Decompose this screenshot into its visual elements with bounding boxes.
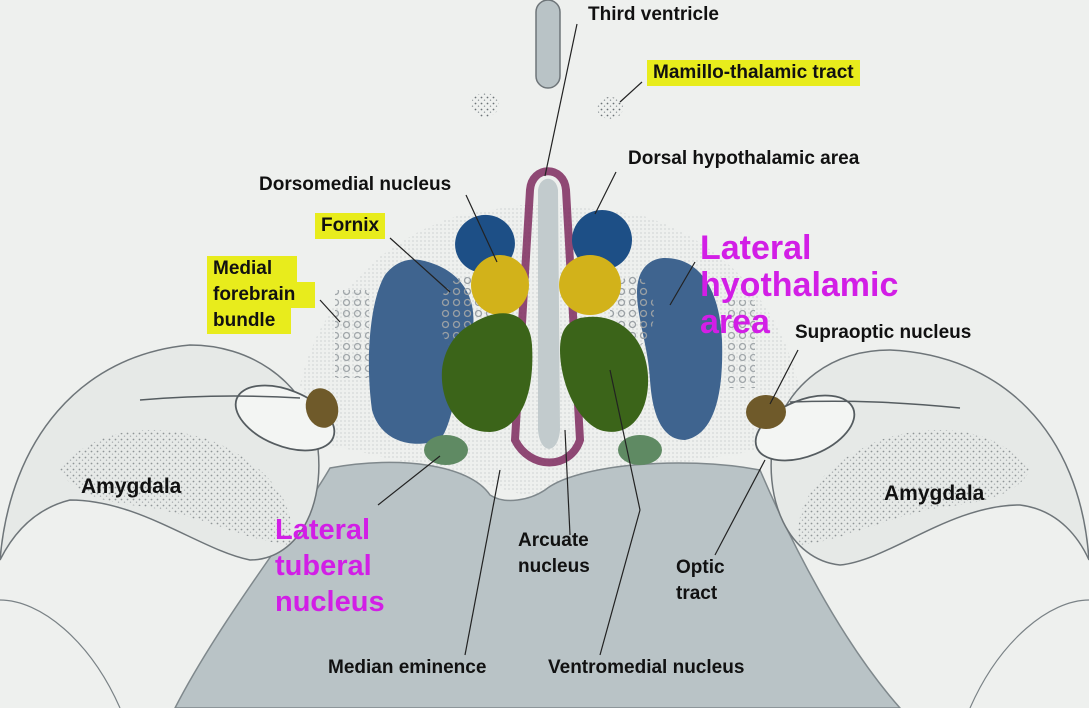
ot-line-2: tract	[676, 583, 718, 604]
ltn-line-2: tuberal	[275, 550, 372, 582]
dorsomedial-yellow-left	[471, 255, 529, 315]
ltn-line-3: nucleus	[275, 586, 385, 618]
lateral-tuberal-left	[424, 435, 468, 465]
third-ventricle-stalk	[535, 0, 561, 89]
amygdala-left-outline	[0, 599, 121, 708]
basal-outline-left	[139, 395, 301, 401]
dorsomedial-yellow-right	[559, 255, 621, 315]
basal-outline-right	[789, 400, 961, 409]
label-dorsomedial-nucleus: Dorsomedial nucleus	[259, 174, 452, 195]
label-lateral-hypothalamic-area: Lateral hyothalamic area	[700, 230, 898, 341]
medial-forebrain-bundle-dots-right	[725, 300, 755, 388]
mfb-line-3: bundle	[207, 308, 291, 334]
dorsal-hypothalamic-area-shape	[572, 210, 632, 270]
label-arcuate-nucleus: Arcuate nucleus	[518, 528, 590, 580]
label-median-eminence: Median eminence	[328, 657, 487, 678]
label-fornix: Fornix	[315, 213, 386, 239]
label-supraoptic-nucleus: Supraoptic nucleus	[795, 322, 972, 343]
ltn-line-1: Lateral	[275, 514, 371, 546]
amygdala-left-stipple	[60, 430, 292, 545]
third-ventricle-lower	[538, 178, 560, 449]
medial-forebrain-bundle-dots-left	[335, 290, 369, 378]
lha-line-2: hyothalamic	[700, 266, 899, 304]
label-third-ventricle: Third ventricle	[588, 4, 719, 25]
amygdala-right-outline	[969, 599, 1089, 708]
arc-line-2: nucleus	[518, 556, 590, 577]
label-lateral-tuberal-nucleus: Lateral tuberal nucleus	[275, 512, 385, 620]
label-dorsal-hypothalamic-area: Dorsal hypothalamic area	[628, 148, 860, 169]
mamillothalamic-tract-right	[597, 97, 623, 119]
label-mamillo-thalamic-tract: Mamillo-thalamic tract	[647, 60, 860, 86]
lha-line-3: area	[700, 303, 770, 341]
arc-line-1: Arcuate	[518, 530, 589, 551]
mfb-line-1: Medial	[207, 256, 297, 282]
label-optic-tract: Optic tract	[676, 555, 725, 607]
lha-line-1: Lateral	[700, 229, 812, 267]
leader-lines	[319, 23, 799, 656]
lateral-area-right	[636, 258, 723, 440]
ependyma	[510, 167, 585, 467]
label-ventromedial-nucleus: Ventromedial nucleus	[548, 657, 745, 678]
label-amygdala-left: Amygdala	[81, 475, 182, 498]
mamillothalamic-tract-left	[471, 93, 499, 117]
label-medial-forebrain-bundle: Medial forebrain bundle	[207, 256, 315, 334]
ventromedial-right	[560, 316, 649, 432]
amygdala-right-stipple	[798, 430, 1030, 545]
ot-line-1: Optic	[676, 557, 725, 578]
supraoptic-left	[305, 388, 339, 428]
mfb-line-2: forebrain	[207, 282, 315, 308]
label-amygdala-right: Amygdala	[884, 482, 985, 505]
ventromedial-left	[441, 313, 533, 432]
supraoptic-right	[746, 395, 786, 429]
